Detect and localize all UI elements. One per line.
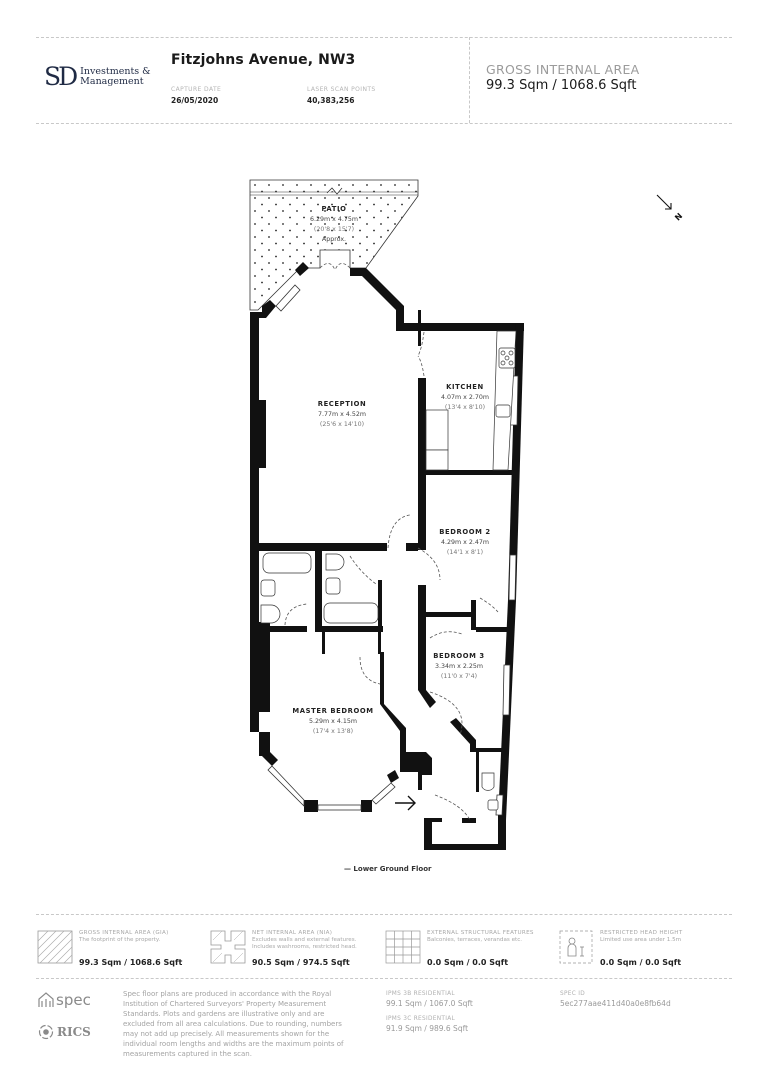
legend-nia-desc-line1: Excludes walls and external features. (252, 937, 357, 943)
compass-label: N (673, 211, 684, 222)
ipms3c-value: 91.9 Sqm / 989.6 Sqft (386, 1024, 469, 1033)
doors (284, 263, 499, 821)
legend-gia: GROSS INTERNAL AREA (GIA) The footprint … (37, 928, 207, 970)
svg-text:Approx.: Approx. (322, 236, 346, 243)
disclaimer-text: Spec floor plans are produced in accorda… (123, 990, 344, 1058)
header-bottom-divider (36, 123, 732, 124)
spec-logo-text: spec (56, 991, 91, 1009)
room-bedroom-2: BEDROOM 2 4.29m x 2.47m (14'1 x 8'1) (439, 528, 491, 556)
entrance-arrow-icon (395, 795, 416, 811)
floor-caption: — Lower Ground Floor (344, 865, 432, 873)
room-patio: PATIO 6.29m x 4.75m (20'8 x 15'7) Approx… (310, 205, 358, 243)
spec-id-value: 5ec277aae411d40a0e8fb64d (560, 999, 671, 1008)
hatched-square-icon (37, 930, 73, 964)
gia-header-label: GROSS INTERNAL AREA (486, 62, 640, 77)
room-reception: RECEPTION 7.77m x 4.52m (25'6 x 14'10) (318, 400, 367, 428)
gia-header-value: 99.3 Sqm / 1068.6 Sqft (486, 78, 637, 93)
room-bedroom-3: BEDROOM 3 3.34m x 2.25m (11'0 x 7'4) (433, 652, 485, 680)
person-height-icon (559, 930, 593, 964)
legend-nia-value: 90.5 Sqm / 974.5 Sqft (252, 958, 350, 967)
room-kitchen: KITCHEN 4.07m x 2.70m (13'4 x 8'10) (441, 383, 489, 411)
legend-gia-title: GROSS INTERNAL AREA (GIA) (79, 930, 169, 936)
svg-text:MASTER BEDROOM: MASTER BEDROOM (292, 707, 373, 715)
legend-external: EXTERNAL STRUCTURAL FEATURES Balconies, … (385, 928, 555, 970)
legend-gia-desc-line1: The footprint of the property. (79, 937, 161, 943)
svg-text:(11'0 x 7'4): (11'0 x 7'4) (441, 673, 477, 680)
rics-emblem-icon (38, 1024, 54, 1040)
ipms3b-value: 99.1 Sqm / 1067.0 Sqft (386, 999, 473, 1008)
svg-text:(13'4 x 8'10): (13'4 x 8'10) (445, 404, 485, 411)
svg-text:(20'8 x 15'7): (20'8 x 15'7) (314, 226, 354, 233)
legend-nia-title: NET INTERNAL AREA (NIA) (252, 930, 333, 936)
north-compass-icon: N (656, 194, 684, 223)
grid-icon (385, 930, 421, 964)
svg-text:5.29m x 4.15m: 5.29m x 4.15m (309, 718, 357, 725)
legend-external-title: EXTERNAL STRUCTURAL FEATURES (427, 930, 534, 936)
spec-logo: spec (38, 991, 91, 1009)
svg-text:4.07m x 2.70m: 4.07m x 2.70m (441, 394, 489, 401)
legend-restricted-desc: Limited use area under 1.5m (600, 937, 681, 944)
svg-text:4.29m x 2.47m: 4.29m x 2.47m (441, 539, 489, 546)
brand-name-line1: Investments & (80, 65, 151, 77)
brand-mark: SD (44, 62, 78, 91)
header-top-divider (36, 37, 732, 38)
laser-scan-label: LASER SCAN POINTS (307, 86, 376, 93)
legend-restricted-desc-line1: Limited use area under 1.5m (600, 937, 682, 943)
brand-name-line2: Management (80, 75, 144, 87)
spec-id-label: SPEC ID (560, 991, 586, 997)
legend-nia: NET INTERNAL AREA (NIA) Excludes walls a… (210, 928, 380, 970)
patio-area (249, 179, 419, 311)
legend-nia-desc: Excludes walls and external features. In… (252, 937, 357, 951)
svg-text:3.34m x 2.25m: 3.34m x 2.25m (435, 663, 483, 670)
floor-plan: N PATIO 6.29m x 4.75m (20'8 x 15'7) Appr… (249, 179, 684, 850)
legend-external-value: 0.0 Sqm / 0.0 Sqft (427, 958, 509, 967)
svg-text:BEDROOM 3: BEDROOM 3 (433, 652, 485, 660)
ipms3b-label: IPMS 3B RESIDENTIAL (386, 991, 455, 997)
legend-restricted: RESTRICTED HEAD HEIGHT Limited use area … (558, 928, 738, 970)
rics-logo-text: RICS (57, 1025, 91, 1039)
svg-text:BEDROOM 2: BEDROOM 2 (439, 528, 491, 536)
svg-text:PATIO: PATIO (321, 205, 346, 213)
ipms3c-label: IPMS 3C RESIDENTIAL (386, 1016, 455, 1022)
svg-text:KITCHEN: KITCHEN (446, 383, 484, 391)
svg-text:(25'6 x 14'10): (25'6 x 14'10) (320, 421, 364, 428)
room-master-bedroom: MASTER BEDROOM 5.29m x 4.15m (17'4 x 13'… (292, 707, 373, 735)
legend-gia-value: 99.3 Sqm / 1068.6 Sqft (79, 958, 183, 967)
svg-text:(14'1 x 8'1): (14'1 x 8'1) (447, 549, 483, 556)
legend-external-desc: Balconies, terraces, verandas etc. (427, 937, 522, 944)
brand-logo: SD Investments & Management (44, 64, 151, 89)
svg-text:7.77m x 4.52m: 7.77m x 4.52m (318, 411, 366, 418)
fixtures (260, 330, 517, 811)
legend-restricted-value: 0.0 Sqm / 0.0 Sqft (600, 958, 682, 967)
windows (267, 284, 519, 816)
spec-house-icon (38, 992, 54, 1007)
svg-text:6.29m x 4.75m: 6.29m x 4.75m (310, 216, 358, 223)
laser-scan-value: 40,383,256 (307, 96, 355, 105)
property-title: Fitzjohns Avenue, NW3 (171, 52, 356, 68)
rics-logo: RICS (38, 1024, 91, 1040)
svg-text:RECEPTION: RECEPTION (318, 400, 367, 408)
legend-external-desc-line1: Balconies, terraces, verandas etc. (427, 937, 523, 943)
hatched-plan-icon (210, 930, 246, 964)
capture-date-value: 26/05/2020 (171, 96, 219, 105)
legend-top-divider (36, 914, 732, 915)
brand-name: Investments & Management (80, 65, 151, 87)
legend-nia-desc-line2: Includes washrooms, restricted head. (252, 944, 357, 950)
legend-gia-desc: The footprint of the property. (79, 937, 160, 944)
svg-text:(17'4 x 13'8): (17'4 x 13'8) (313, 728, 353, 735)
room-labels: PATIO 6.29m x 4.75m (20'8 x 15'7) Approx… (292, 205, 490, 735)
legend-bottom-divider (36, 978, 732, 979)
walls (250, 262, 524, 850)
capture-date-label: CAPTURE DATE (171, 86, 222, 93)
legend-restricted-title: RESTRICTED HEAD HEIGHT (600, 930, 683, 936)
header: SD Investments & Management Fitzjohns Av… (0, 0, 768, 130)
header-vertical-divider (469, 37, 470, 123)
